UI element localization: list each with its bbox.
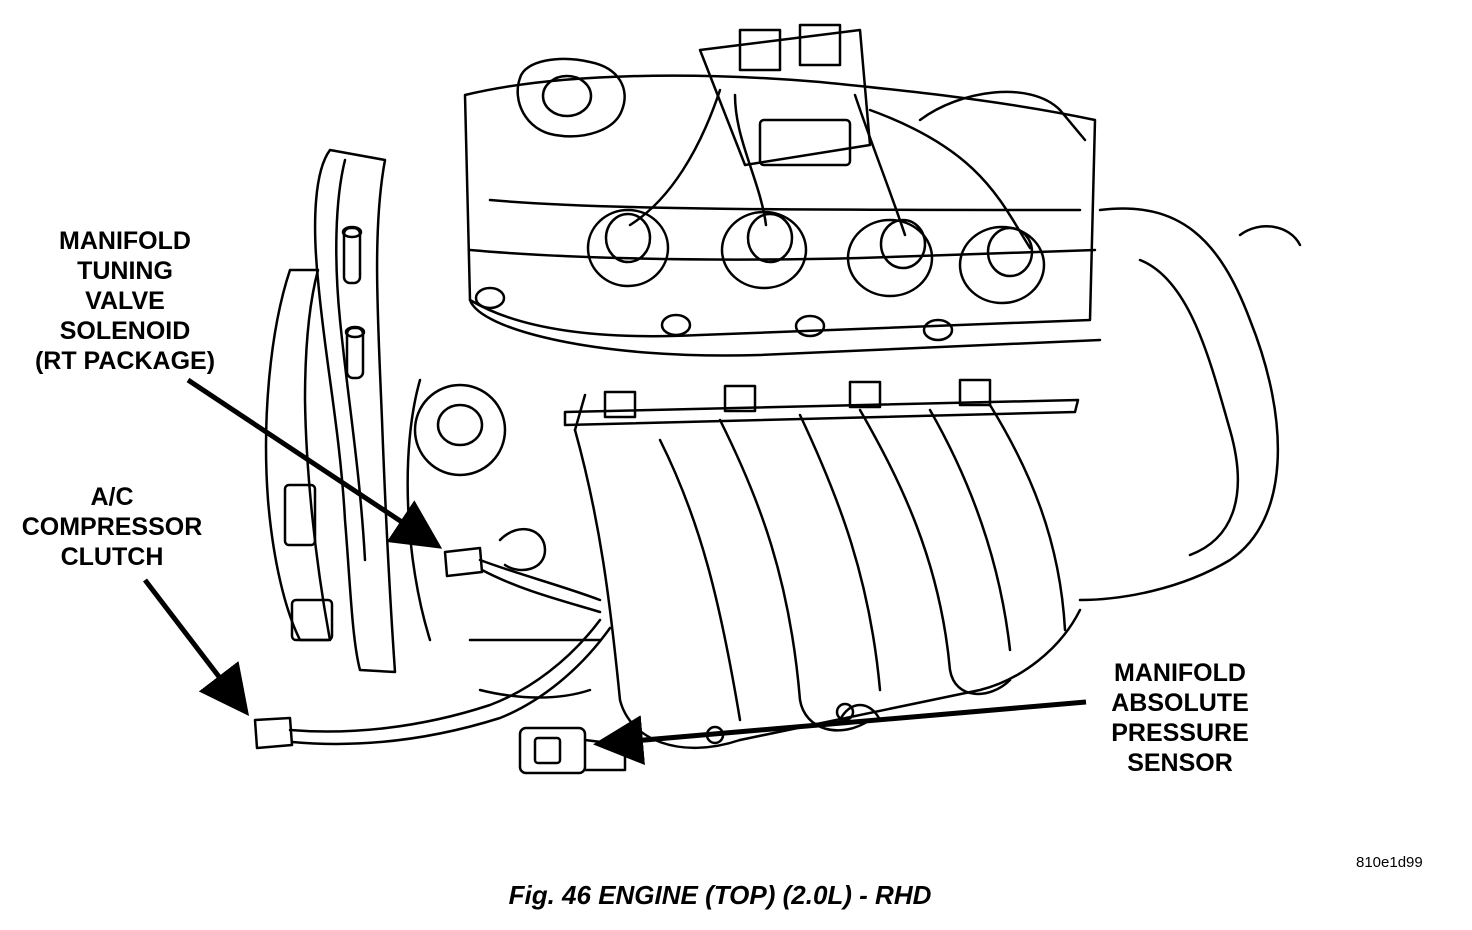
cover-studs [341,225,366,380]
label-line: PRESSURE [1111,719,1249,747]
intake-manifold [573,403,1082,749]
spark-plug-wires [628,88,1087,250]
valve-cover [463,74,1102,357]
label-manifold-tuning-valve-solenoid: MANIFOLD TUNING VALVE SOLENOID (RT PACKA… [20,226,230,376]
radiator-hose [1078,207,1302,602]
label-line: A/C [90,483,134,511]
alternator-pulley [413,383,547,572]
label-line: MANIFOLD [59,227,191,255]
label-line: VALVE [85,287,165,315]
fuel-rail [563,378,1080,432]
label-line: ABSOLUTE [1111,689,1249,717]
mtv-connector [443,546,602,614]
label-line: SOLENOID [59,317,191,345]
label-line: TUNING [77,257,173,285]
label-ac-compressor-clutch: A/C COMPRESSOR CLUTCH [4,482,220,572]
spark-plug-boots [586,208,1046,305]
oil-filler-cap [516,57,626,138]
figure-id: 810e1d99 [1356,854,1423,871]
arrow-map-sensor [593,699,1087,766]
timing-cover [264,148,397,674]
valve-cover-bolts [474,286,954,342]
figure-caption: Fig. 46 ENGINE (TOP) (2.0L) - RHD [508,880,932,910]
ac-clutch-harness [253,618,612,750]
coil-pack [698,23,872,167]
label-line: SENSOR [1127,749,1233,777]
map-sensor-connector [518,726,627,775]
arrow-ac-compressor-clutch [143,578,250,716]
label-manifold-absolute-pressure-sensor: MANIFOLD ABSOLUTE PRESSURE SENSOR [1090,658,1270,778]
arrow-manifold-tuning-valve [186,377,443,549]
label-line: CLUTCH [60,543,164,571]
label-line: (RT PACKAGE) [34,347,216,375]
label-line: MANIFOLD [1114,659,1246,687]
label-line: COMPRESSOR [21,513,203,541]
